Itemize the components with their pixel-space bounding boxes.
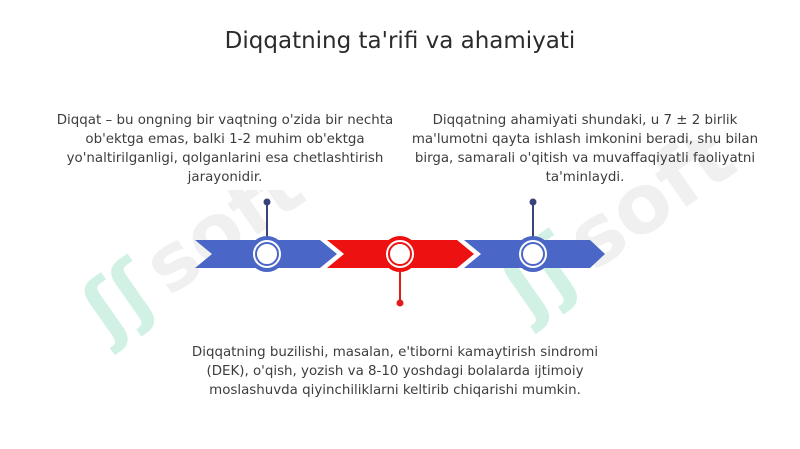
milestone-3-inner xyxy=(521,242,545,266)
milestone-2-inner xyxy=(388,242,412,266)
definition-text: Diqqat – bu ongning bir vaqtning o'zida … xyxy=(56,113,394,185)
importance-text: Diqqatning ahamiyati shundaki, u 7 ± 2 b… xyxy=(411,113,759,185)
disorder-text: Diqqatning buzilishi, masalan, e'tiborni… xyxy=(191,345,599,398)
connector-dot-middle xyxy=(396,299,404,307)
connector-dot-left xyxy=(263,198,271,206)
milestone-1-inner xyxy=(255,242,279,266)
connector-dot-right xyxy=(529,198,537,206)
slide-title: Diqqatning ta'rifi va ahamiyati xyxy=(224,28,576,54)
